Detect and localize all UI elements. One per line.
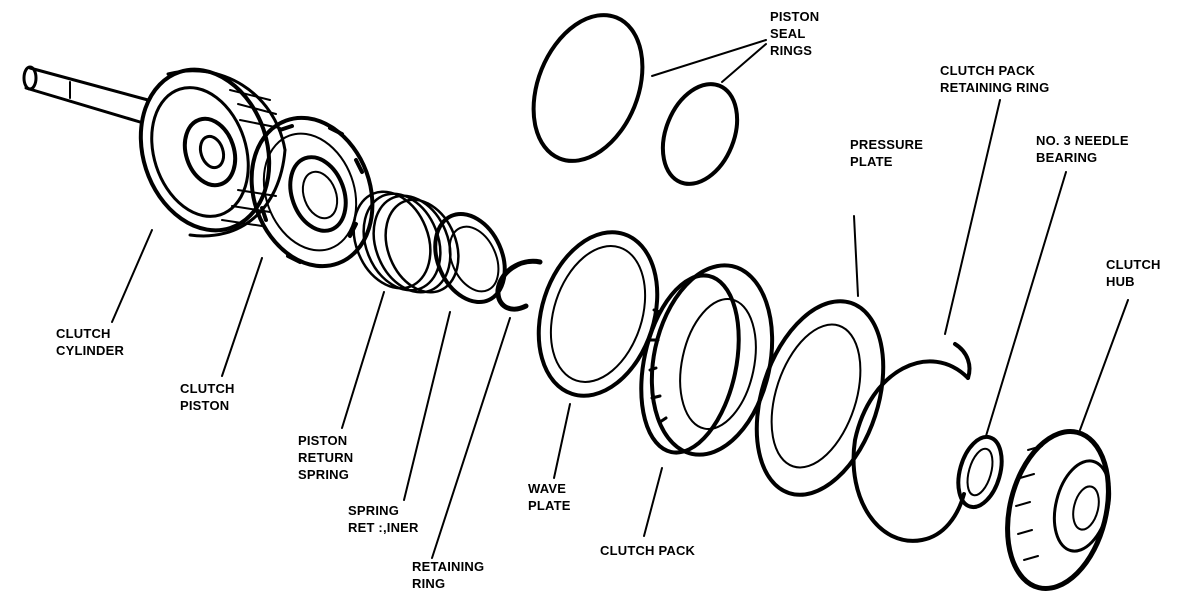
clutch-cylinder-part <box>22 65 287 238</box>
label-piston-return-spring: PISTON RETURN SPRING <box>298 433 354 482</box>
label-clutch-pack: CLUTCH PACK <box>600 543 696 558</box>
label-pressure-plate: PRESSURE PLATE <box>850 137 924 169</box>
piston-return-spring-part <box>352 190 460 294</box>
piston-seal-rings-part <box>531 13 740 186</box>
spring-retainer-part <box>433 212 507 304</box>
label-piston-seal-rings: PISTON SEAL RINGS <box>770 9 820 58</box>
clutch-pack-retaining-ring-part <box>851 342 972 543</box>
label-clutch-hub: CLUTCH HUB <box>1106 257 1161 289</box>
label-spring-retainer: SPRING RET :,INER <box>348 503 419 535</box>
needle-bearing-part <box>956 434 1004 510</box>
pressure-plate-part <box>754 299 886 497</box>
retaining-ring-part <box>495 258 543 312</box>
leader-lines <box>111 39 1129 559</box>
label-retaining-ring: RETAINING RING <box>412 559 485 591</box>
label-wave-plate: WAVE PLATE <box>528 481 571 513</box>
clutch-pack-part <box>639 263 775 457</box>
label-clutch-pack-retaining-ring: CLUTCH PACK RETAINING RING <box>940 63 1050 95</box>
label-clutch-piston: CLUTCH PISTON <box>180 381 235 413</box>
label-clutch-cylinder: CLUTCH CYLINDER <box>56 326 125 358</box>
label-needle-bearing: NO. 3 NEEDLE BEARING <box>1036 133 1129 165</box>
clutch-piston-part <box>249 115 375 269</box>
clutch-hub-part <box>1005 429 1112 591</box>
